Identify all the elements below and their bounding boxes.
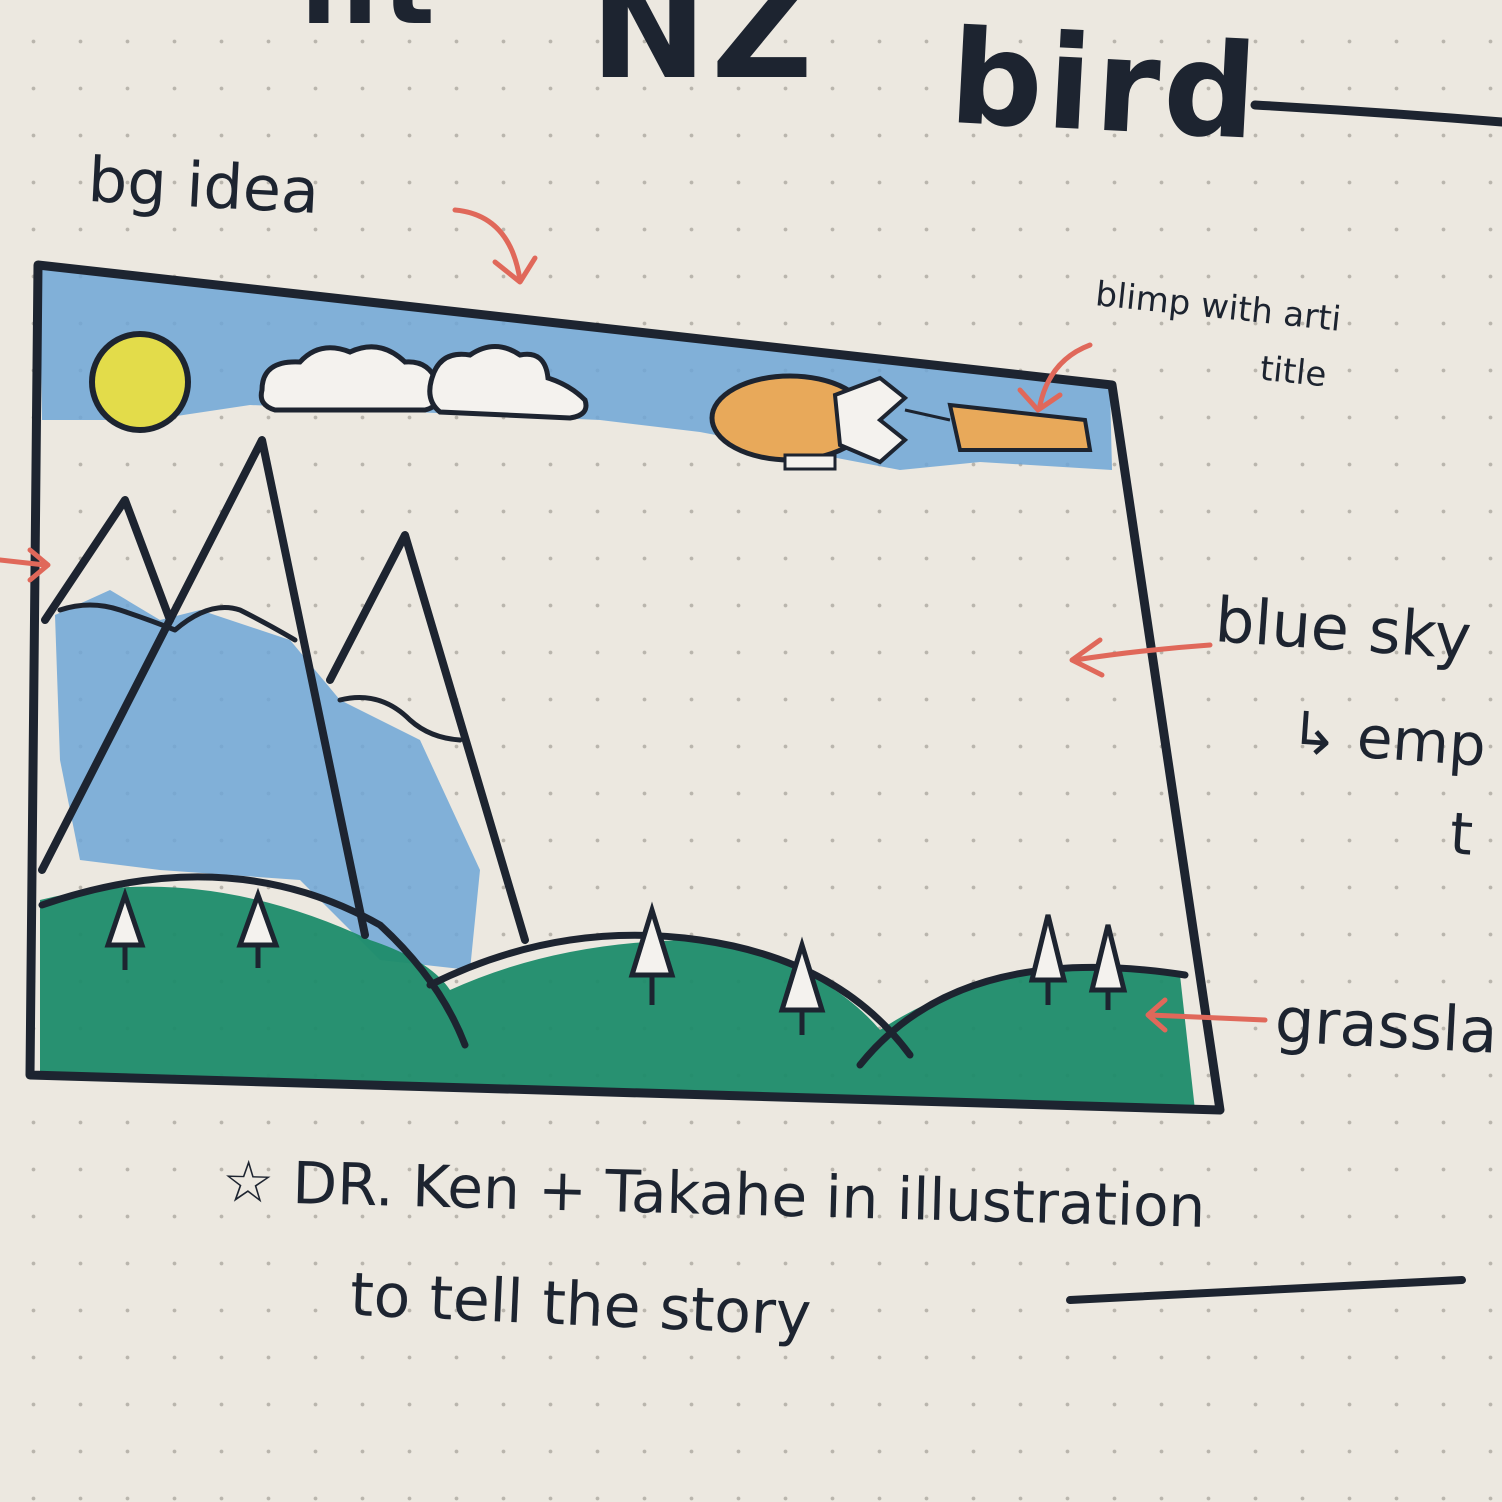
mountains: [38, 436, 529, 944]
title-underline: [1250, 100, 1502, 127]
frame: [25, 260, 1225, 1115]
arrow-left-edge: [0, 557, 48, 568]
annotation-arrows: [0, 207, 1268, 1033]
mountain-blue-fill: [55, 590, 480, 970]
arrow-bg-idea: [452, 207, 523, 283]
arrow-blue-sky: [1072, 642, 1213, 663]
hills: [38, 873, 1189, 1069]
blimp-icon: [709, 373, 1093, 471]
arrow-blimp: [1037, 342, 1093, 408]
sun-icon: [89, 331, 191, 433]
arrow-grassland: [1147, 1012, 1268, 1023]
title-fragment: nt: [300, 0, 439, 40]
footer-underline: [1066, 1276, 1466, 1304]
title-nz: NZ: [590, 0, 817, 111]
cloud-icon: [258, 344, 589, 421]
pine-tree-icon: [104, 887, 1128, 1035]
